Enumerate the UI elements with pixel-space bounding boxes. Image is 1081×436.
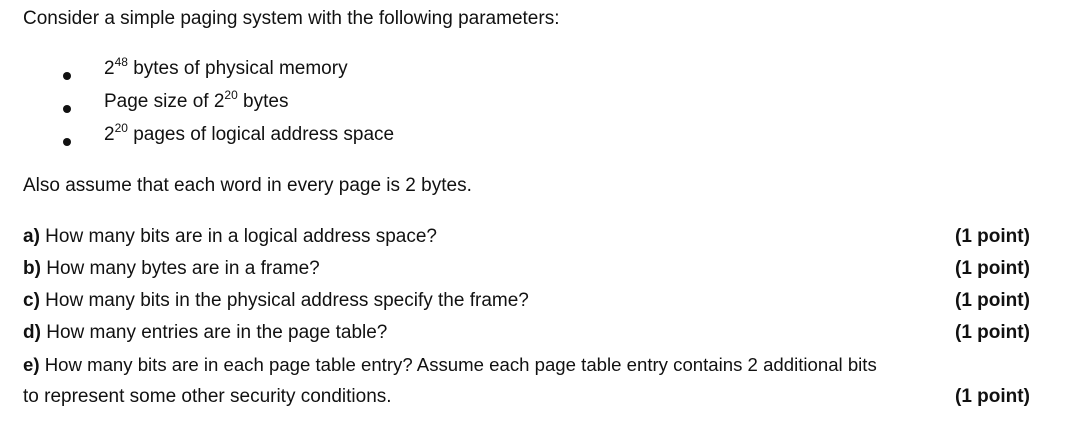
intro-text: Consider a simple paging system with the… <box>23 8 560 29</box>
question-e: e) How many bits are in each page table … <box>23 354 877 375</box>
points-e: (1 point) <box>955 386 1030 407</box>
param-page-size: Page size of 220 bytes <box>104 88 289 112</box>
question-c: c) How many bits in the physical address… <box>23 290 529 311</box>
assumption-text: Also assume that each word in every page… <box>23 175 472 196</box>
question-a: a) How many bits are in a logical addres… <box>23 226 437 247</box>
points-c: (1 point) <box>955 290 1030 311</box>
question-e-continuation: to represent some other security conditi… <box>23 386 392 407</box>
question-d: d) How many entries are in the page tabl… <box>23 322 388 343</box>
points-b: (1 point) <box>955 258 1030 279</box>
param-logical-pages: 220 pages of logical address space <box>104 121 395 145</box>
bullet-icon <box>63 105 71 113</box>
bullet-icon <box>63 72 71 80</box>
points-a: (1 point) <box>955 226 1030 247</box>
param-physical-memory: 248 bytes of physical memory <box>104 55 348 79</box>
points-d: (1 point) <box>955 322 1030 343</box>
bullet-icon <box>63 138 71 146</box>
question-b: b) How many bytes are in a frame? <box>23 258 320 279</box>
